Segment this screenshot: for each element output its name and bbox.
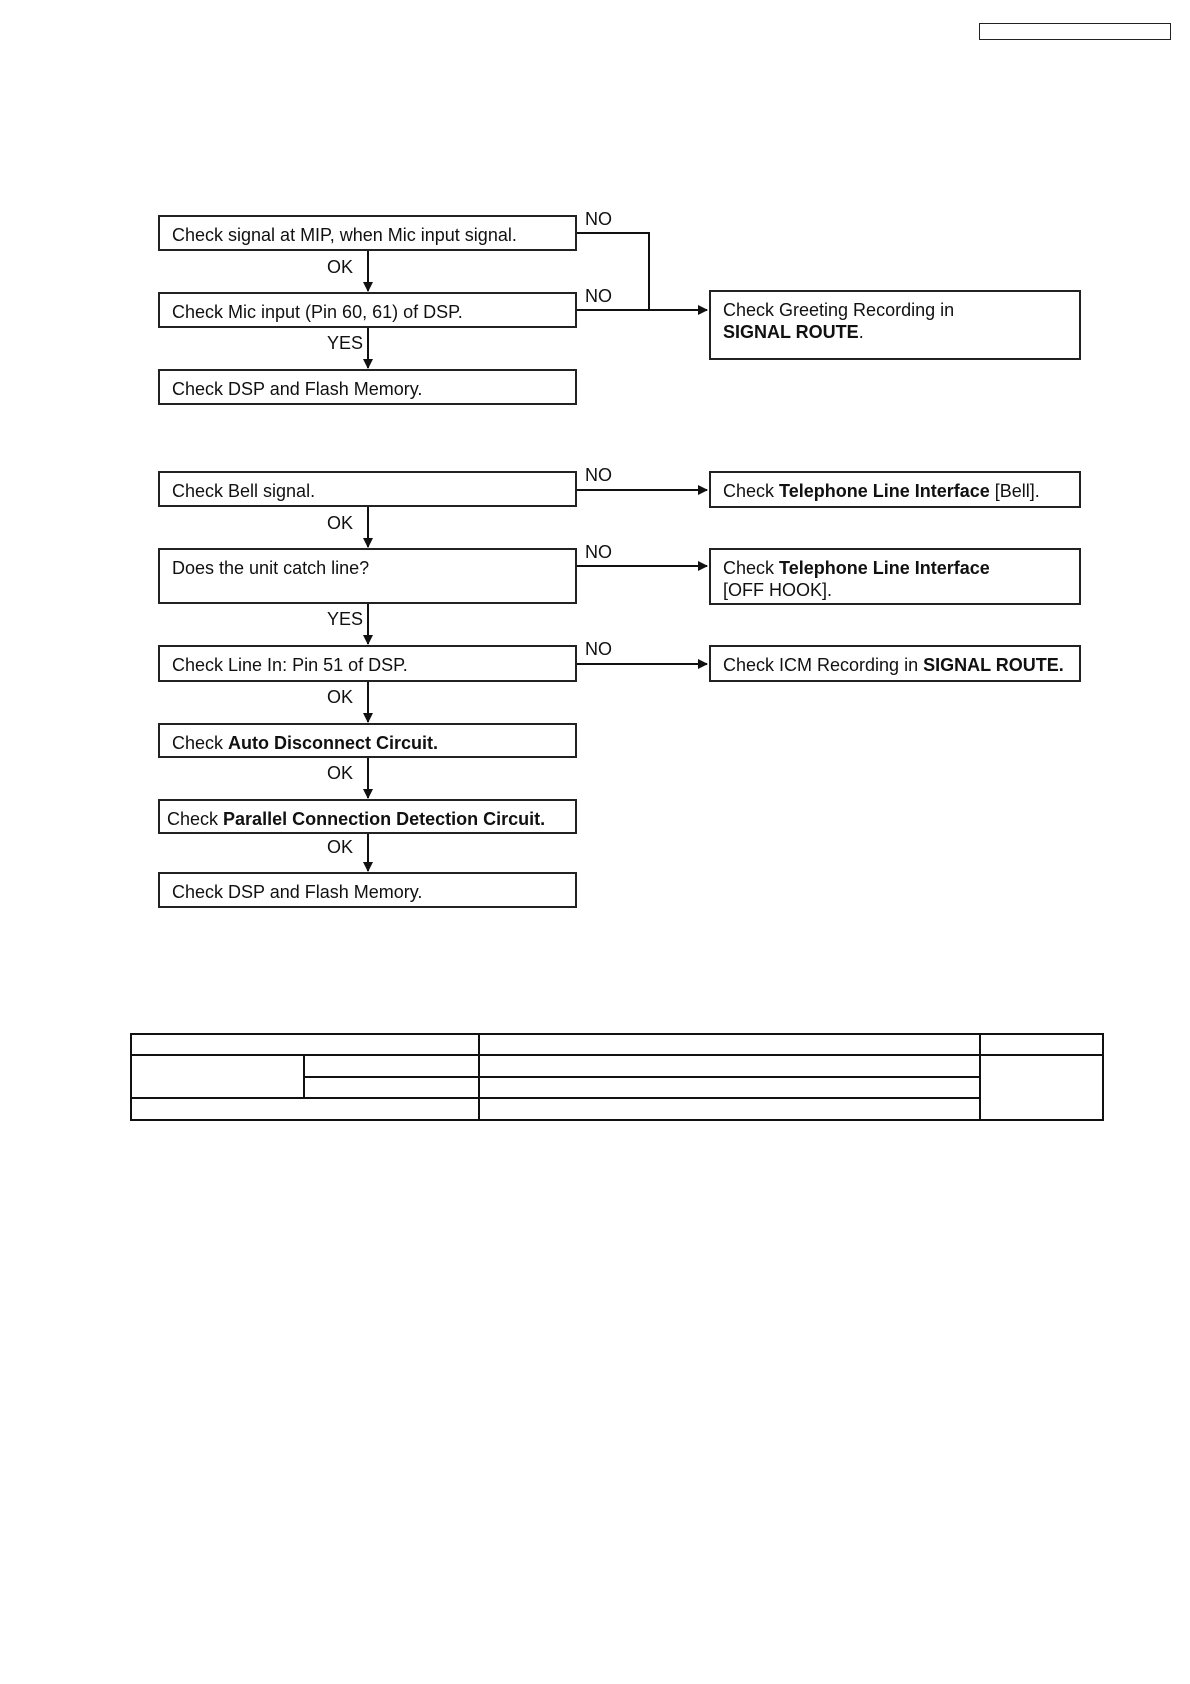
node-icm-recording: Check ICM Recording in SIGNAL ROUTE. bbox=[709, 645, 1081, 682]
node-check-dsp-flash-2-text: Check DSP and Flash Memory. bbox=[172, 882, 423, 902]
node-tli-off-hook-line2: [OFF HOOK]. bbox=[723, 580, 833, 600]
label-ok-parallel: OK bbox=[327, 837, 354, 857]
tli-bell-bold: Telephone Line Interface bbox=[779, 481, 990, 501]
label-ok-autodisc: OK bbox=[327, 763, 354, 783]
signal-route-bold: SIGNAL ROUTE bbox=[723, 322, 859, 342]
node-check-mic-input: Check Mic input (Pin 60, 61) of DSP. bbox=[158, 292, 577, 328]
node-tli-off-hook-line1: Check Telephone Line Interface bbox=[723, 558, 990, 578]
node-check-line-in-text: Check Line In: Pin 51 of DSP. bbox=[172, 655, 408, 675]
label-no-catch: NO bbox=[585, 542, 612, 562]
node-catch-line-text: Does the unit catch line? bbox=[172, 558, 370, 578]
node-check-dsp-flash-1: Check DSP and Flash Memory. bbox=[158, 369, 577, 405]
bottom-table bbox=[130, 1033, 1104, 1121]
node-check-greeting-line2: SIGNAL ROUTE. bbox=[723, 322, 864, 342]
node-tli-bell: Check Telephone Line Interface [Bell]. bbox=[709, 471, 1081, 508]
page-id-box bbox=[979, 23, 1171, 40]
node-check-bell: Check Bell signal. bbox=[158, 471, 577, 507]
node-check-greeting: Check Greeting Recording in SIGNAL ROUTE… bbox=[709, 290, 1081, 360]
label-ok-linein: OK bbox=[327, 687, 354, 707]
label-no-mic: NO bbox=[585, 286, 612, 306]
label-no-mip: NO bbox=[585, 209, 612, 229]
node-check-mic-input-text: Check Mic input (Pin 60, 61) of DSP. bbox=[172, 302, 463, 322]
node-tli-off-hook: Check Telephone Line Interface [OFF HOOK… bbox=[709, 548, 1081, 605]
label-ok-mip: OK bbox=[327, 257, 354, 277]
label-yes-mic: YES bbox=[327, 333, 364, 353]
node-check-bell-text: Check Bell signal. bbox=[172, 481, 316, 501]
node-check-dsp-flash-1-text: Check DSP and Flash Memory. bbox=[172, 379, 423, 399]
parallel-connection-bold: Parallel Connection Detection Circuit. bbox=[223, 809, 546, 829]
node-check-auto-disconnect: Check Auto Disconnect Circuit. bbox=[158, 723, 577, 758]
auto-disconnect-bold: Auto Disconnect Circuit. bbox=[228, 733, 439, 753]
node-check-dsp-flash-2: Check DSP and Flash Memory. bbox=[158, 872, 577, 908]
node-check-mip: Check signal at MIP, when Mic input sign… bbox=[158, 215, 577, 251]
node-check-mip-text: Check signal at MIP, when Mic input sign… bbox=[172, 225, 517, 245]
tli-hook-bold: Telephone Line Interface bbox=[779, 558, 990, 578]
node-check-line-in: Check Line In: Pin 51 of DSP. bbox=[158, 645, 577, 682]
node-check-greeting-line1: Check Greeting Recording in bbox=[723, 300, 955, 320]
line-mip-no bbox=[577, 232, 650, 310]
label-ok-bell: OK bbox=[327, 513, 354, 533]
icm-signal-route-bold: SIGNAL ROUTE. bbox=[923, 655, 1064, 675]
node-catch-line: Does the unit catch line? bbox=[158, 548, 577, 604]
label-yes-catch: YES bbox=[327, 609, 364, 629]
label-no-bell: NO bbox=[585, 465, 612, 485]
label-no-linein: NO bbox=[585, 639, 612, 659]
node-check-parallel-connection: Check Parallel Connection Detection Circ… bbox=[158, 799, 577, 834]
